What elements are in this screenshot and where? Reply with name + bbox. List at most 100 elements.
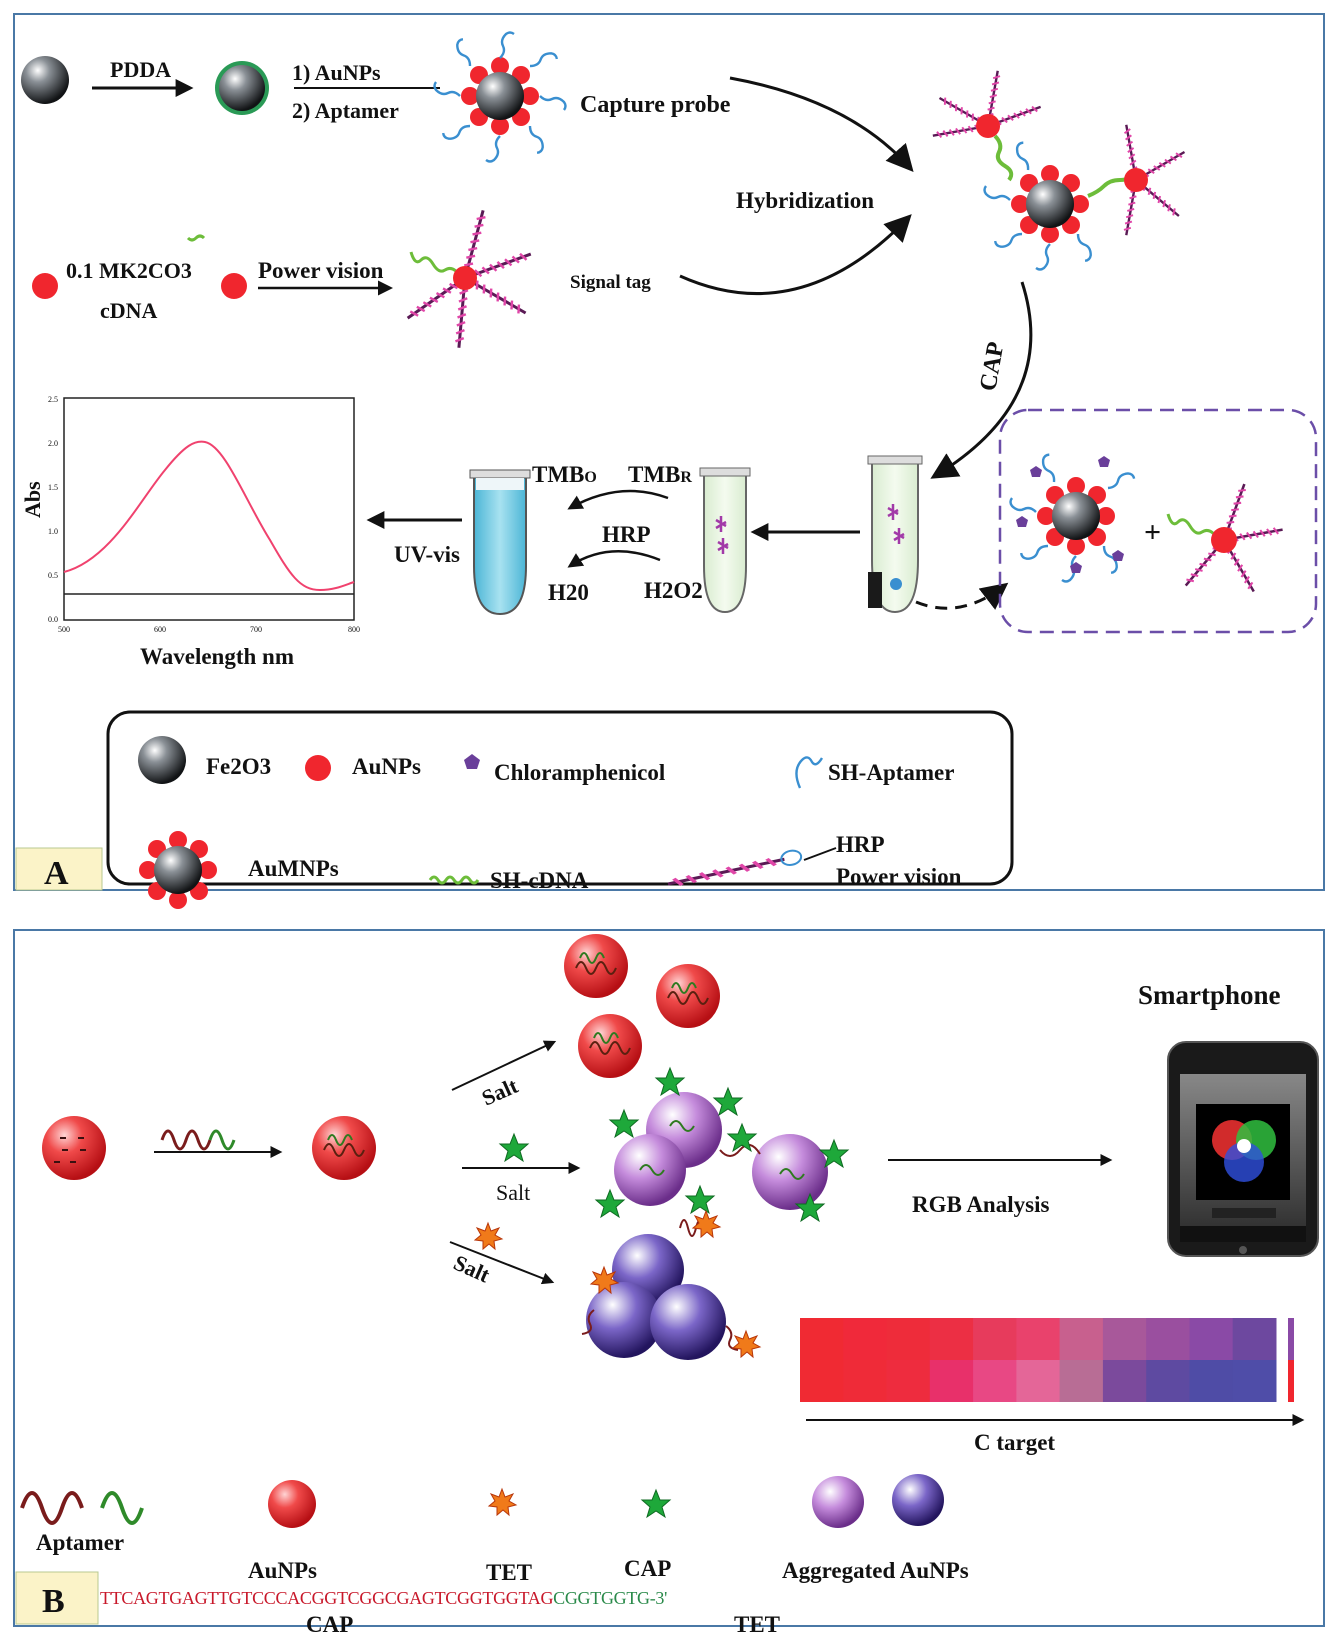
signal-tag-label: Signal tag xyxy=(570,272,651,293)
cap-arrow xyxy=(930,281,1033,479)
hybridized-complex xyxy=(931,69,1188,271)
panel-a-letter: A xyxy=(44,855,69,892)
heatmap-cell xyxy=(1102,1360,1147,1402)
legend-sh-aptamer-label: SH-Aptamer xyxy=(828,760,954,785)
legend-aunps-icon xyxy=(305,755,331,781)
panel-b-letter: B xyxy=(42,1583,65,1620)
legend-aggregated-label: Aggregated AuNPs xyxy=(782,1558,969,1583)
tube-magnetic xyxy=(867,455,923,614)
x-tick-500: 500 xyxy=(58,625,70,634)
legend-aumnps-icon xyxy=(139,831,217,909)
chart-ylabel: Abs xyxy=(20,481,45,518)
heatmap-cell xyxy=(929,1360,974,1402)
chart-plot-frame xyxy=(63,397,355,621)
heatmap-cell xyxy=(1146,1318,1190,1360)
hybridization-label: Hybridization xyxy=(736,188,874,213)
heatmap-cell xyxy=(886,1360,931,1402)
absorbance-curve xyxy=(63,440,355,592)
fe2o3-particle xyxy=(21,56,69,104)
legend-aumnps-label: AuMNPs xyxy=(248,856,339,881)
legend-cap-label: CAP xyxy=(624,1556,671,1581)
heatmap-cell xyxy=(929,1318,974,1360)
negative-aunp xyxy=(42,1116,106,1180)
legend-tet-label: TET xyxy=(486,1560,532,1585)
pdda-label: PDDA xyxy=(110,57,171,82)
legend-hrp-pointer xyxy=(803,847,837,861)
heatmap-cell xyxy=(800,1360,844,1402)
heatmap-cell xyxy=(1232,1318,1277,1360)
signal-to-hybrid-arrow xyxy=(679,214,912,295)
salt-label-mid: Salt xyxy=(496,1180,530,1205)
h2o-label: H20 xyxy=(548,580,589,605)
heatmap-cell xyxy=(800,1318,844,1360)
cdna-strand-icon xyxy=(186,234,206,242)
tube-to-box-dashed-arrow xyxy=(915,582,1009,610)
capture-to-hybrid-arrow xyxy=(729,76,914,173)
capture-probe-label: Capture probe xyxy=(580,92,731,118)
smartphone-label: Smartphone xyxy=(1138,980,1281,1010)
legend-aptamer-icon xyxy=(20,1491,144,1525)
uv-vis-label: UV-vis xyxy=(394,542,460,567)
y-tick-1.0: 1.0 xyxy=(48,527,58,536)
aunp-small-right xyxy=(221,273,247,299)
separation-dashed-box xyxy=(998,408,1318,634)
sequence-tet-label: TET xyxy=(734,1612,780,1637)
x-tick-600: 600 xyxy=(154,625,166,634)
rgb-analysis-label: RGB Analysis xyxy=(912,1192,1049,1217)
legend-fe2o3-label: Fe2O3 xyxy=(206,754,271,779)
aunp-small-left xyxy=(32,273,58,299)
legend-aunps-icon-b xyxy=(268,1480,316,1528)
x-tick-700: 700 xyxy=(250,625,262,634)
panel-a-legend-box xyxy=(106,710,1014,886)
heatmap-cell xyxy=(1232,1360,1277,1402)
chart-xlabel: Wavelength nm xyxy=(140,644,294,669)
legend-aggregated-purple-icon xyxy=(812,1476,864,1528)
heatmap-cell xyxy=(1189,1360,1234,1402)
k2co3-label: 0.1 MK2CO3 xyxy=(66,258,192,283)
uv-vis-spectrum-chart: 2.5 2.0 1.5 1.0 0.5 0.0 500 600 700 800 … xyxy=(20,395,360,669)
aumnp-with-cap xyxy=(1009,452,1137,583)
y-tick-2.5: 2.5 xyxy=(48,395,58,404)
heatmap-colorbar xyxy=(1288,1318,1294,1402)
dispersed-aunp-1 xyxy=(563,933,629,999)
heatmap-cell xyxy=(1059,1318,1104,1360)
dispersed-aunp-3 xyxy=(577,1013,643,1079)
tet-aggregate xyxy=(581,1210,761,1360)
cap-aggregate xyxy=(595,1067,849,1222)
heatmap-cell xyxy=(1059,1360,1104,1402)
h2o2-label: H2O2 xyxy=(644,578,703,603)
legend-aptamer-label: Aptamer xyxy=(36,1530,124,1555)
panel-b-letter-box xyxy=(15,1571,99,1625)
tmbr-sub: R xyxy=(680,469,692,486)
legend-power-vision-icon xyxy=(667,849,803,891)
heatmap-cell xyxy=(973,1360,1017,1402)
free-signal-tag xyxy=(1166,481,1285,595)
heatmap-cell xyxy=(1016,1318,1061,1360)
aptamer-sequence: TTCAGTGAGTTGTCCCACGGTCGGCGAGTCGGTGGTAGCG… xyxy=(100,1588,667,1608)
plus-sign: + xyxy=(1144,516,1161,549)
tube-blue xyxy=(469,469,531,616)
legend-sh-cdna-label: SH-cDNA xyxy=(490,868,589,893)
heatmap-cell xyxy=(1189,1318,1234,1360)
legend-fe2o3-icon xyxy=(138,736,186,784)
h2o2-arrow xyxy=(567,550,661,568)
heatmap-cell xyxy=(886,1318,931,1360)
step2-label: 2) Aptamer xyxy=(292,98,399,123)
salt-arrow-top xyxy=(451,1040,557,1091)
y-tick-0.0: 0.0 xyxy=(48,615,58,624)
panel-a-letter-box xyxy=(15,847,103,891)
signal-tag-icon xyxy=(403,207,534,350)
heatmap-cell xyxy=(1146,1360,1190,1402)
legend-aggregated-blue-icon xyxy=(892,1474,944,1526)
sequence-tet-part: CGGTGGTG-3' xyxy=(553,1588,667,1608)
legend-chloramphenicol-icon xyxy=(464,754,480,769)
sequence-cap-label: CAP xyxy=(306,1612,353,1637)
power-vision-label: Power vision xyxy=(258,258,384,283)
dispersed-aunp-2 xyxy=(655,963,721,1029)
aptamer-add-arrow xyxy=(154,1129,283,1158)
legend-power-vision-label: Power vision xyxy=(836,864,962,889)
legend-sh-cdna-icon xyxy=(428,875,480,885)
y-tick-2.0: 2.0 xyxy=(48,439,58,448)
salt-arrow-bot xyxy=(449,1241,555,1285)
